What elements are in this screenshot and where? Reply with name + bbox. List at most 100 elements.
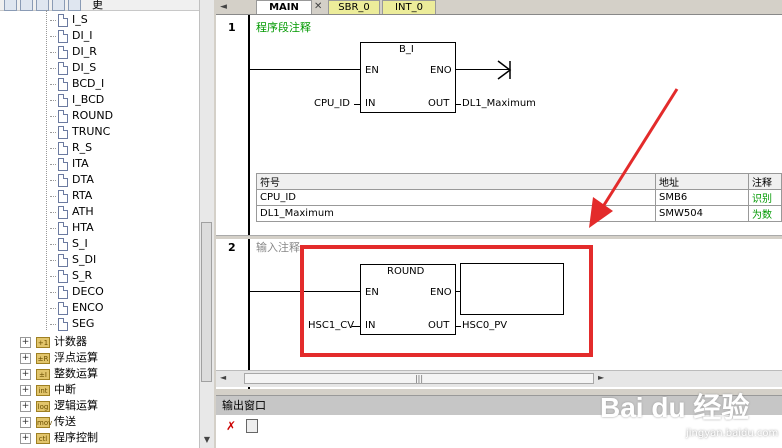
toolbar-icon[interactable] (52, 0, 65, 11)
tree-item[interactable]: ATH (50, 204, 94, 220)
column-header: 注释 (748, 173, 782, 190)
tree-item-label: I_BCD (72, 93, 105, 106)
instruction-icon (58, 29, 68, 43)
table-row[interactable]: CPU_ID SMB6 识别 (256, 189, 782, 206)
tree-item[interactable]: I_BCD (50, 92, 104, 108)
tree-connector-line (46, 10, 48, 330)
network-comment[interactable]: 程序段注释 (256, 21, 311, 34)
scroll-right-icon[interactable]: ► (598, 373, 605, 382)
tree-item[interactable]: HTA (50, 220, 94, 236)
tree-folder-label: 计数器 (54, 335, 87, 348)
tree-item[interactable]: DI_R (50, 44, 97, 60)
toolbar-icon[interactable] (4, 0, 17, 11)
tree-item[interactable]: R_S (50, 140, 92, 156)
output-window: 输出窗口 ✗ (216, 395, 782, 448)
toolbar-icon[interactable] (68, 0, 81, 11)
out-wire (456, 326, 461, 327)
bi-function-block[interactable]: B_I EN ENO IN OUT (360, 42, 456, 113)
tree-item[interactable]: BCD_I (50, 76, 104, 92)
tree-item[interactable]: DECO (50, 284, 104, 300)
network-separator (216, 235, 782, 239)
in-operand[interactable]: CPU_ID (314, 98, 350, 109)
tree-item[interactable]: S_DI (50, 252, 96, 268)
tree-item[interactable]: I_S (50, 12, 88, 28)
ladder-editor[interactable]: 1 程序段注释 B_I EN ENO IN OUT CPU_ID DL1_Max… (216, 14, 782, 389)
tree-item-label: ITA (72, 157, 89, 170)
horizontal-scrollbar-thumb[interactable]: ||| (244, 373, 594, 384)
tree-item-label: DECO (72, 285, 104, 298)
folder-icon: +1 (36, 336, 50, 348)
scroll-left-icon[interactable]: ◄ (220, 373, 227, 382)
folder-icon: ±I (36, 368, 50, 380)
editor-horizontal-scrollbar[interactable]: ◄ ||| ► (216, 370, 782, 387)
out-operand[interactable]: HSC0_PV (462, 320, 508, 331)
in-operand[interactable]: HSC1_CV (308, 320, 355, 331)
expand-icon[interactable]: + (20, 416, 31, 428)
tree-item[interactable]: ROUND (50, 108, 113, 124)
network-comment[interactable]: 输入注释 (256, 241, 300, 254)
expand-icon[interactable]: + (20, 368, 31, 380)
close-tab-icon[interactable]: ✕ (314, 1, 323, 12)
block-title: ROUND (387, 266, 425, 277)
clear-icon[interactable]: ✗ (226, 419, 237, 433)
in-wire (352, 326, 360, 327)
toolbar-icon[interactable] (36, 0, 49, 11)
tab-main[interactable]: MAIN (256, 0, 312, 14)
tree-item[interactable]: ITA (50, 156, 89, 172)
tree-item-label: ROUND (72, 109, 114, 122)
eno-wire (456, 69, 510, 70)
tab-int0[interactable]: INT_0 (382, 0, 436, 14)
empty-output-box[interactable] (460, 263, 564, 315)
tab-sbr0[interactable]: SBR_0 (328, 0, 380, 14)
watermark-url: jingyan.baidu.com (686, 428, 779, 439)
tree-item[interactable]: SEG (50, 316, 94, 332)
tree-item[interactable]: DTA (50, 172, 94, 188)
in-pin: IN (365, 98, 376, 109)
expand-icon[interactable]: + (20, 432, 31, 444)
en-pin: EN (365, 287, 379, 298)
highlight-box (300, 245, 593, 357)
en-pin: EN (365, 65, 379, 76)
tree-folder[interactable]: + ±I 整数运算 (20, 366, 98, 382)
tree-scrollbar[interactable]: ▼ (199, 0, 214, 448)
out-operand[interactable]: DL1_Maximum (462, 98, 536, 109)
tree-scrollbar-thumb[interactable] (201, 222, 212, 382)
folder-icon: ±R (36, 352, 50, 364)
toolbar-icon[interactable] (20, 0, 33, 11)
comment-cell: 为数 (748, 205, 782, 222)
expand-icon[interactable]: + (20, 352, 31, 364)
tree-folder-label: 整数运算 (54, 367, 98, 380)
expand-icon[interactable]: + (20, 336, 31, 348)
tree-item[interactable]: DI_S (50, 60, 96, 76)
copy-icon[interactable] (246, 419, 258, 433)
instruction-icon (58, 13, 68, 27)
tree-item-label: HTA (72, 221, 94, 234)
instruction-icon (58, 141, 68, 155)
tree-item[interactable]: TRUNC (50, 124, 110, 140)
table-row[interactable]: DL1_Maximum SMW504 为数 (256, 205, 782, 222)
instruction-icon (58, 125, 68, 139)
tree-folder[interactable]: + +1 计数器 (20, 334, 87, 350)
tree-item[interactable]: S_I (50, 236, 88, 252)
folder-icon: ctl (36, 432, 50, 444)
tab-scroll-left-icon[interactable]: ◄ (220, 2, 227, 12)
round-function-block[interactable]: ROUND EN ENO IN OUT (360, 264, 456, 335)
instruction-icon (58, 189, 68, 203)
scroll-down-arrow-icon[interactable]: ▼ (203, 435, 211, 444)
instruction-icon (58, 77, 68, 91)
editor-tabs: ◄ MAIN SBR_0 INT_0 ✕ (216, 0, 782, 14)
tree-item[interactable]: ENCO (50, 300, 104, 316)
tree-item[interactable]: S_R (50, 268, 92, 284)
expand-icon[interactable]: + (20, 400, 31, 412)
tree-item[interactable]: RTA (50, 188, 92, 204)
tree-item[interactable]: DI_I (50, 28, 92, 44)
tree-item-label: S_R (72, 269, 93, 282)
expand-icon[interactable]: + (20, 384, 31, 396)
tree-item-label: S_I (72, 237, 88, 250)
